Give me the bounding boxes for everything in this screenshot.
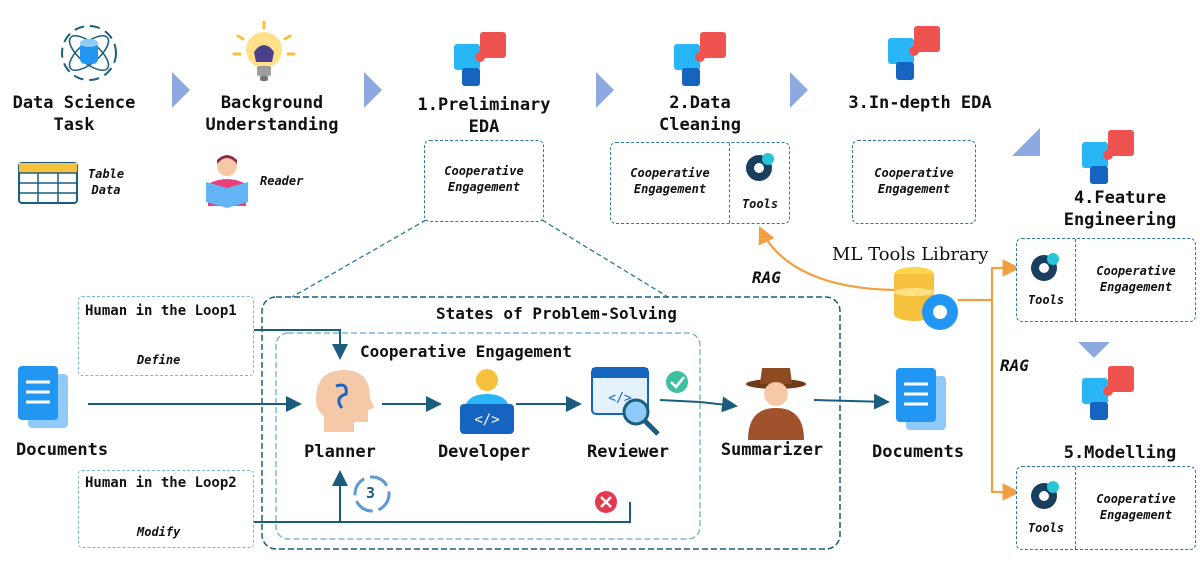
code-review-icon: </>: [591, 367, 660, 436]
tools-cell: Tools: [1017, 467, 1076, 549]
hitl-title: Human in the Loop1: [85, 303, 237, 319]
stage-in-depth-eda: 3.In-depth EDA: [848, 93, 992, 113]
chevron-right-icon: [790, 72, 808, 108]
puzzle-icon: [672, 30, 730, 92]
chevron-right-icon: [364, 72, 382, 108]
gear-icon: [1031, 481, 1059, 509]
chevron-diagonal-icon: [1012, 128, 1040, 156]
table-icon: [18, 162, 78, 204]
hitl-title: Human in the Loop2: [85, 475, 237, 491]
document-icon: [18, 366, 68, 428]
svg-text:</>: </>: [474, 412, 499, 428]
gear-icon: [746, 153, 774, 181]
planner-head-icon: [316, 370, 374, 432]
reader-label: Reader: [260, 174, 304, 188]
lightbulb-icon: [232, 20, 296, 81]
coop-engagement-title: Cooperative Engagement: [360, 342, 572, 361]
data-science-icon: [61, 25, 117, 81]
chevron-right-icon: [596, 72, 614, 108]
ml-tools-library-label: ML Tools Library: [832, 244, 989, 265]
approved-check-icon: [666, 371, 688, 393]
rag-label: RAG: [1000, 356, 1029, 375]
tools-cell: Tools: [1017, 239, 1076, 321]
document-icon: [896, 368, 946, 430]
hitl-box-2: Human in the Loop2 Modify: [78, 470, 254, 548]
chevron-down-icon: [1078, 342, 1110, 358]
tools-cell: Tools: [729, 143, 790, 223]
developer-label: Developer: [437, 442, 531, 462]
detective-icon: [746, 368, 806, 440]
summarizer-label: Summarizer: [720, 440, 824, 460]
rag-label: RAG: [752, 268, 781, 287]
hitl-box-1: Human in the Loop1 Define: [78, 296, 254, 376]
reader-icon: [206, 155, 248, 208]
iteration-count: 3: [366, 484, 376, 502]
chevron-right-icon: [172, 72, 190, 108]
documents-label-left: Documents: [16, 440, 109, 460]
modify-label: Modify: [137, 525, 181, 539]
gear-icon: [1031, 253, 1059, 281]
developer-icon: </>: [460, 369, 514, 434]
flow-chevrons: [172, 72, 1110, 358]
rejected-x-icon: [595, 491, 617, 513]
puzzle-icon: [452, 30, 510, 92]
define-label: Define: [137, 353, 181, 367]
planner-label: Planner: [304, 442, 376, 462]
reviewer-label: Reviewer: [587, 442, 669, 462]
states-title: States of Problem-Solving: [436, 304, 677, 323]
puzzle-icon: [1080, 364, 1138, 426]
stage-modelling: 5.Modelling: [1063, 443, 1177, 463]
iteration-cycle-icon: [353, 475, 391, 513]
svg-text:</>: </>: [608, 391, 632, 406]
database-gear-icon: [894, 267, 958, 330]
puzzle-icon: [886, 24, 944, 86]
documents-label-right: Documents: [872, 442, 965, 462]
puzzle-icon: [1080, 128, 1138, 190]
